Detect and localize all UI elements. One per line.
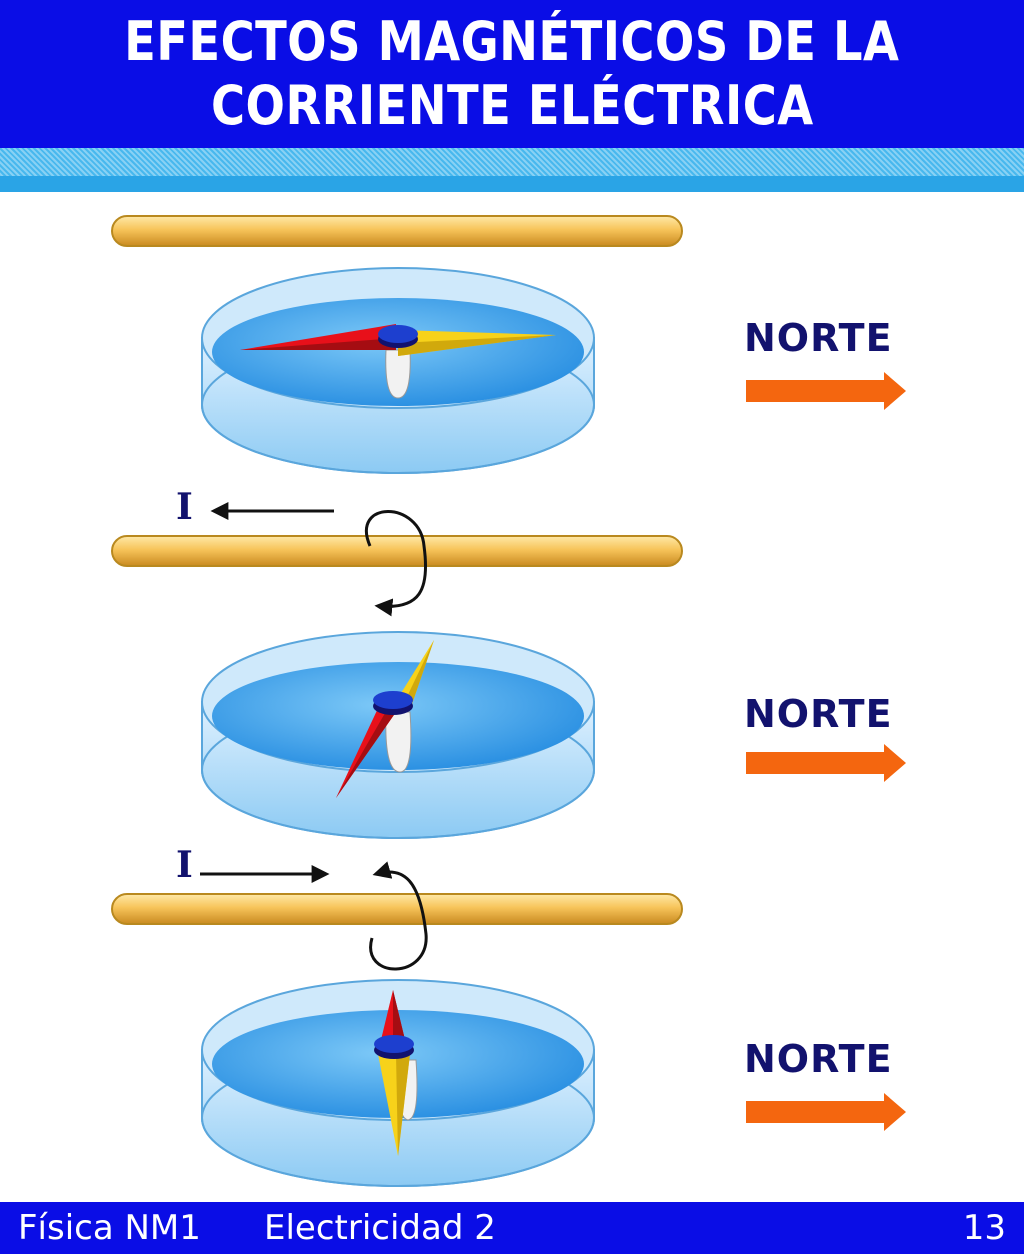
topic-label: Electricidad 2 xyxy=(264,1208,496,1248)
wire-2 xyxy=(111,535,683,567)
norte-label-2: NORTE xyxy=(744,692,893,736)
field-loop-1 xyxy=(365,510,428,617)
current-label-2: I xyxy=(176,844,193,886)
diagram-canvas xyxy=(111,215,906,1187)
norte-label-3: NORTE xyxy=(744,1037,893,1081)
wire-3 xyxy=(111,893,683,925)
wire-1 xyxy=(111,215,683,247)
header-banner: EFECTOS MAGNÉTICOS DE LA CORRIENTE ELÉCT… xyxy=(0,0,1024,148)
norte-label-1: NORTE xyxy=(744,316,893,360)
north-arrow-2 xyxy=(746,744,906,782)
compass-1 xyxy=(201,267,595,474)
north-arrow-3 xyxy=(746,1093,906,1131)
compass-3 xyxy=(201,979,595,1187)
decorative-band-bottom xyxy=(0,176,1024,192)
footer-bar: Física NM1 Electricidad 2 13 xyxy=(0,1202,1024,1254)
current-label-1: I xyxy=(176,486,193,528)
title-line-2: CORRIENTE ELÉCTRICA xyxy=(210,74,814,137)
north-arrow-1 xyxy=(746,372,906,410)
field-loop-2 xyxy=(369,861,428,971)
course-label: Física NM1 xyxy=(18,1208,201,1248)
needle-south xyxy=(398,640,434,704)
page-number: 13 xyxy=(962,1208,1006,1248)
compass-2 xyxy=(201,631,595,839)
title-line-1: EFECTOS MAGNÉTICOS DE LA xyxy=(124,10,900,73)
